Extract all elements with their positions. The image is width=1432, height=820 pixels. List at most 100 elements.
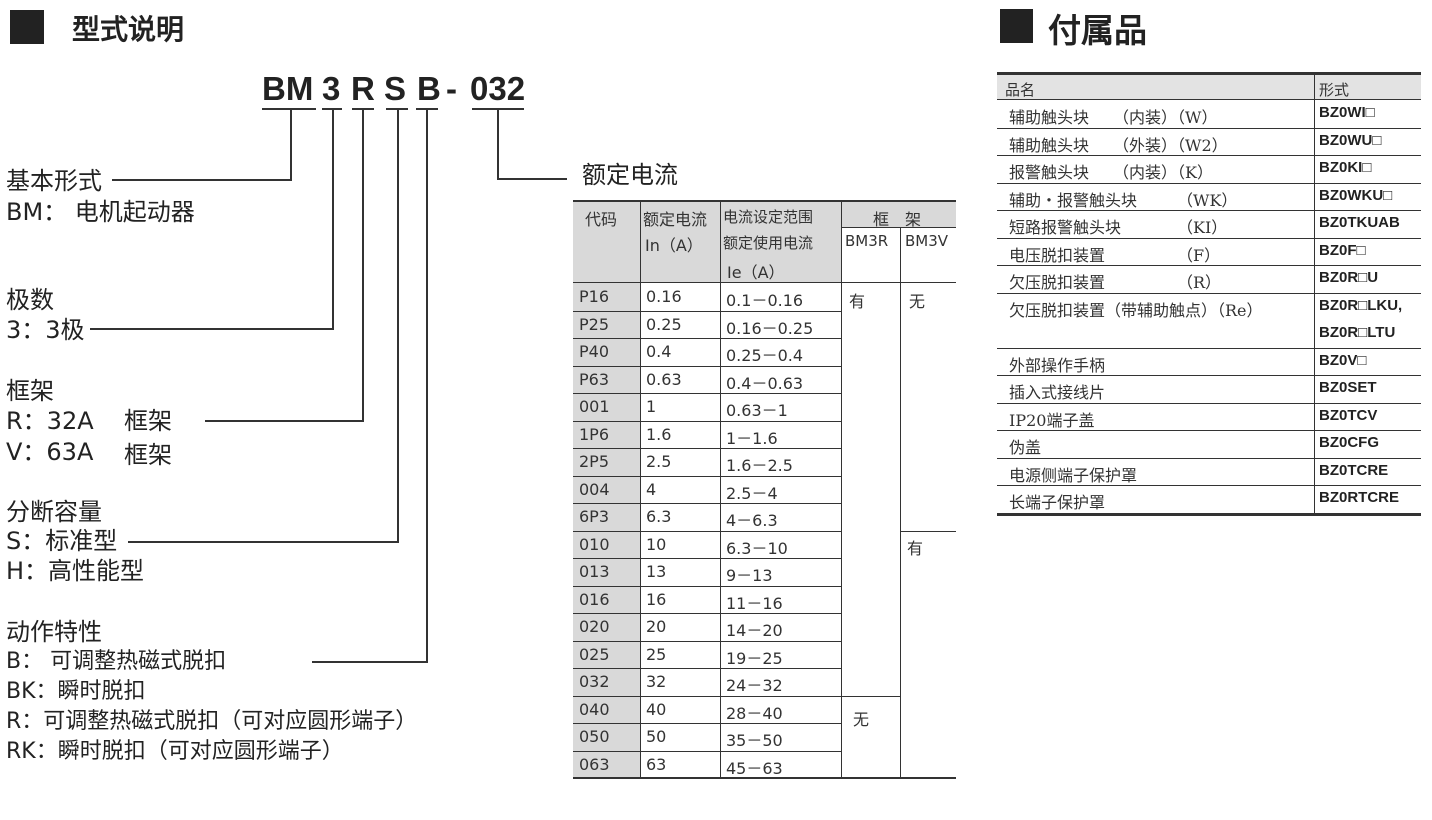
rating-in: 0.16	[646, 287, 682, 306]
accessory-row: 辅助触头块 （外装）（W2） BZ0WU□	[997, 128, 1421, 156]
rating-code: 040	[579, 699, 610, 719]
accessories-title: 付属品	[1048, 11, 1147, 50]
rating-row-line	[573, 695, 841, 697]
rating-in: 63	[646, 754, 667, 774]
rating-range: 0.25－0.4	[726, 346, 804, 365]
accessory-row-line	[997, 485, 1421, 486]
action-item-r: R：可调整热磁式脱扣（可对应圆形端子）	[6, 709, 418, 734]
rating-in: 16	[646, 589, 667, 609]
accessories-table: 品名 形式 辅助触头块 （内装）（W）BZ0WI□辅助触头块 （外装）（W2）B…	[997, 72, 1421, 516]
acc-vline	[1314, 75, 1315, 515]
acc-bottom-border	[997, 513, 1421, 516]
action-item-b: B： 可调整热磁式脱扣	[6, 649, 227, 674]
header-range-3: Ie（A）	[727, 263, 785, 282]
accessory-model: BZ0WU□	[1319, 131, 1382, 149]
accessory-row-line	[997, 402, 1421, 404]
vline-3	[841, 200, 842, 778]
rating-range: 0.16－0.25	[726, 318, 814, 338]
accessory-model: BZ0TCV	[1319, 406, 1378, 424]
accessory-name: 电压脱扣装置 （F）	[1009, 245, 1221, 265]
rating-range: 19－25	[726, 648, 783, 668]
rating-row-line	[573, 668, 841, 669]
leader-poles-v	[332, 108, 334, 330]
code-action: B	[417, 70, 441, 107]
accessory-model: BZ0V□	[1319, 351, 1367, 369]
accessory-model: BZ0CFG	[1319, 434, 1379, 451]
code-poles: 3	[322, 70, 341, 107]
accessory-model: BZ0RTCRE	[1319, 489, 1400, 506]
rating-in: 13	[646, 562, 667, 581]
leader-action-v	[426, 108, 428, 663]
rating-in: 1.6	[646, 424, 672, 444]
rating-range: 0.1－0.16	[726, 291, 804, 310]
accessory-row: 辅助・报警触头块 （WK）BZ0WKU□	[997, 183, 1421, 211]
accessories-square-icon	[1000, 9, 1033, 43]
code-dash: -	[446, 70, 457, 107]
rating-range: 11－16	[726, 593, 783, 613]
rating-in: 32	[646, 672, 667, 691]
header-code: 代码	[585, 210, 618, 229]
title-square-icon	[10, 10, 44, 44]
rating-in: 6.3	[646, 507, 672, 526]
breaking-s-line: S：标准型	[6, 527, 118, 555]
frame-subheader-bg	[841, 227, 956, 282]
rating-code: P63	[579, 369, 610, 389]
accessory-model: BZ0KI□	[1319, 159, 1372, 176]
accessory-row: 电压脱扣装置 （F） BZ0F□	[997, 238, 1421, 266]
rating-code: 032	[579, 672, 610, 691]
rating-row-line	[573, 420, 841, 422]
rating-code: P16	[579, 287, 610, 306]
rated-current-label: 额定电流	[582, 161, 678, 189]
rating-table: 代码 额定电流 In（A） 电流设定范围 额定使用电流 Ie（A） 框 架 BM…	[573, 200, 956, 780]
leader-breaking-v	[397, 108, 399, 543]
leader-bm-h	[112, 179, 292, 181]
rating-row-line	[573, 310, 841, 312]
accessory-name: 欠压脱扣装置（带辅助触点）（Re）	[1009, 300, 1263, 320]
accessory-row-line	[997, 457, 1421, 459]
accessory-name: 报警触头块 （内装）（K）	[1009, 163, 1213, 182]
accessory-row-line	[997, 347, 1421, 349]
bm3v-yes: 有	[907, 539, 924, 558]
bottom-border	[573, 777, 956, 779]
accessory-model: BZ0SET	[1319, 379, 1377, 396]
accessory-name: 辅助触头块 （外装）（W2）	[1009, 135, 1228, 155]
rating-in: 50	[646, 727, 667, 746]
rating-code: 063	[579, 754, 610, 774]
accessory-model: BZ0R□U	[1319, 269, 1379, 286]
accessory-row-line	[997, 375, 1421, 376]
action-item-rk: RK：瞬时脱扣（可对应圆形端子）	[6, 739, 344, 764]
rating-code: 010	[579, 534, 610, 554]
accessory-row: 欠压脱扣装置（带辅助触点）（Re）BZ0R□LKU,BZ0R□LTU	[997, 293, 1421, 348]
rating-in: 20	[646, 617, 667, 636]
accessory-name: 辅助・报警触头块 （WK）	[1009, 190, 1238, 210]
accessory-name: 辅助触头块 （内装）（W）	[1009, 108, 1218, 127]
accessory-row: 报警触头块 （内装）（K） BZ0KI□	[997, 155, 1421, 183]
vline-2	[720, 200, 721, 778]
accessory-name: IP20端子盖	[1009, 410, 1095, 430]
rating-range: 14－20	[726, 621, 783, 640]
top-border	[573, 200, 956, 202]
leader-frame-v	[362, 108, 364, 422]
accessory-model-2: BZ0R□LTU	[1319, 323, 1396, 341]
poles-line: 3：3极	[6, 316, 85, 344]
accessory-row-line	[997, 127, 1421, 129]
leader-bm-v	[290, 108, 292, 181]
basic-heading: 基本形式	[6, 167, 102, 195]
bm3v-no: 无	[909, 292, 926, 311]
accessory-row: 短路报警触头块 （KI）BZ0TKUAB	[997, 210, 1421, 238]
leader-poles-h	[90, 328, 334, 330]
frame-v-line: V：63A	[6, 438, 94, 466]
accessory-row-line	[997, 265, 1421, 266]
rating-row-line	[573, 723, 841, 724]
acc-header-bg	[997, 75, 1421, 99]
leader-ampere-v	[497, 108, 499, 180]
rating-range: 9－13	[726, 566, 773, 585]
rating-range: 0.63－1	[726, 401, 788, 420]
header-range-1: 电流设定范围	[723, 208, 814, 226]
breaking-h-line: H：高性能型	[6, 557, 145, 585]
accessory-row-line	[997, 292, 1421, 294]
accessory-model: BZ0F□	[1319, 241, 1366, 259]
